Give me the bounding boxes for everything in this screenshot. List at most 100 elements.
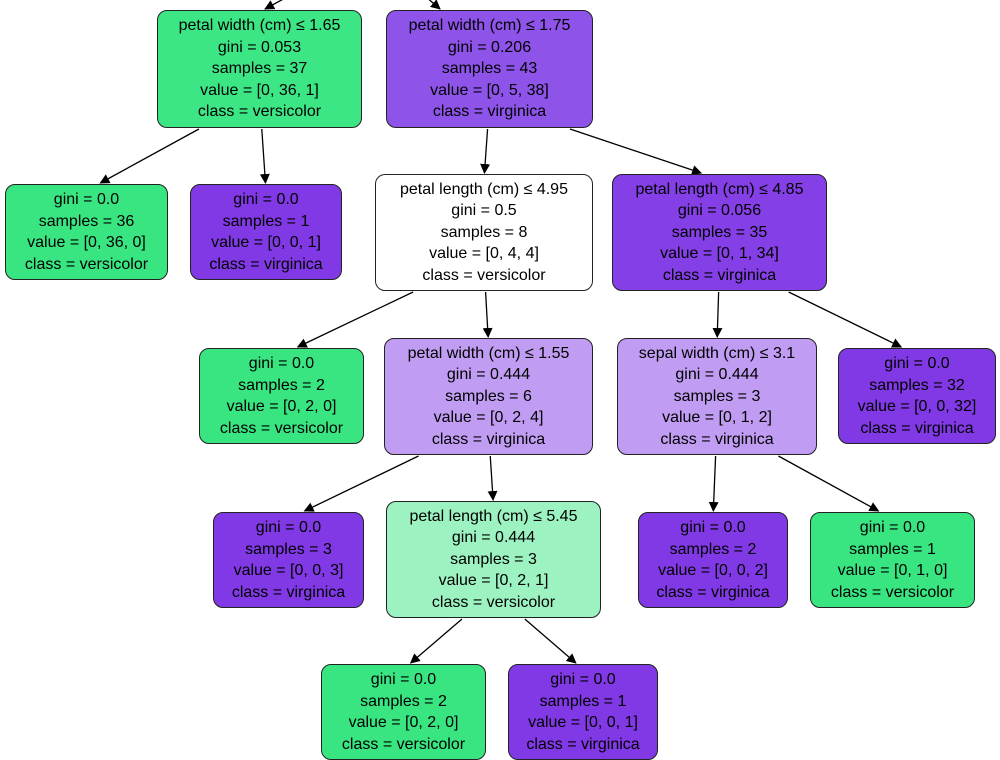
node-text-line: class = virginica [231, 583, 346, 601]
node-text-line: samples = 2 [238, 376, 325, 394]
edge-n9-n13 [708, 455, 719, 512]
node-text-line: petal length (cm) ≤ 4.85 [635, 180, 804, 198]
node-text-line: class = versicolor [24, 255, 149, 273]
node-text-line: gini = 0.444 [451, 529, 536, 547]
edge-n5-n8 [482, 291, 493, 338]
node-text-line: value = [0, 2, 4] [433, 409, 544, 427]
node-text-line: samples = 1 [539, 692, 627, 710]
node-text-line: petal length (cm) ≤ 4.95 [400, 180, 568, 198]
node-text-line: samples = 3 [450, 550, 537, 568]
node-text-line: class = versicolor [422, 266, 546, 284]
node-text-line: samples = 6 [445, 387, 532, 405]
node-text-line: value = [0, 1, 0] [837, 562, 948, 579]
node-text-line: samples = 43 [441, 60, 538, 78]
node-text-line: value = [0, 2, 1] [438, 572, 549, 590]
node-text-line: gini = 0.056 [677, 202, 762, 220]
node-text-line: value = [0, 0, 1] [211, 234, 321, 251]
node-text-line: samples = 3 [245, 540, 332, 558]
node-text-line: samples = 36 [38, 212, 135, 230]
node-text-line: value = [0, 36, 1] [200, 81, 319, 99]
node-text-line: value = [0, 2, 0] [348, 714, 459, 731]
node-text-line: value = [0, 1, 2] [662, 409, 772, 427]
node-text-line: gini = 0.0 [53, 191, 120, 208]
node-text-line: class = virginica [431, 430, 546, 448]
edge-n8-n12 [487, 455, 498, 501]
edge-incoming-2 [428, 0, 441, 10]
node-text-line: gini = 0.0 [248, 355, 315, 372]
edge-n9-n14 [778, 455, 880, 512]
node-text-line: class = versicolor [830, 583, 955, 601]
edge-n2-n6 [569, 128, 703, 175]
tree-node-n6: petal length (cm) ≤ 4.85 gini = 0.056 samp… [612, 174, 827, 291]
node-text-line: class = virginica [526, 735, 640, 753]
node-text-line: samples = 37 [211, 60, 308, 78]
node-text-line: petal width (cm) ≤ 1.55 [407, 344, 570, 362]
tree-node-n7: gini = 0.0 samples = 2 value = [0, 2, 0] cl… [199, 348, 364, 444]
node-text-line: class = versicolor [219, 419, 344, 437]
node-text-line: value = [0, 4, 4] [429, 245, 539, 263]
node-text-line: samples = 8 [440, 223, 528, 241]
edge-incoming-1 [264, 0, 283, 10]
node-text-line: gini = 0.0 [884, 355, 950, 372]
tree-node-n9: sepal width (cm) ≤ 3.1 gini = 0.444 sample… [617, 338, 817, 455]
node-text-line: value = [0, 36, 0] [27, 234, 146, 251]
node-text-line: gini = 0.053 [217, 38, 302, 56]
node-text-line: samples = 35 [671, 223, 768, 241]
edge-n1-n4 [259, 128, 270, 184]
node-text-line: samples = 2 [360, 692, 447, 710]
node-text-line: gini = 0.0 [255, 519, 322, 536]
node-text-line: samples = 3 [673, 387, 761, 405]
node-text-line: value = [0, 1, 34] [660, 245, 779, 263]
edge-n6-n9 [712, 291, 723, 338]
tree-node-n15: gini = 0.0 samples = 2 value = [0, 2, 0] cl… [321, 664, 486, 760]
node-text-line: value = [0, 5, 38] [430, 81, 549, 99]
edge-n6-n10 [788, 291, 903, 348]
node-text-line: gini = 0.0 [859, 519, 926, 536]
node-text-line: gini = 0.0 [370, 671, 437, 688]
node-text-line: value = [0, 0, 32] [857, 398, 977, 415]
edge-n8-n11 [303, 455, 419, 512]
node-text-line: class = versicolor [341, 735, 466, 753]
node-text-line: samples = 1 [849, 540, 936, 558]
edge-n12-n16 [524, 618, 577, 664]
tree-node-n4: gini = 0.0 samples = 1 value = [0, 0, 1] cl… [190, 184, 342, 280]
node-text-line: value = [0, 0, 3] [233, 562, 344, 579]
tree-node-n2: petal width (cm) ≤ 1.75 gini = 0.206 sampl… [386, 10, 593, 128]
node-text-line: gini = 0.0 [233, 191, 299, 208]
tree-node-n8: petal width (cm) ≤ 1.55 gini = 0.444 sampl… [384, 338, 593, 455]
tree-node-n3: gini = 0.0 samples = 36 value = [0, 36, 0]… [5, 184, 168, 280]
node-text-line: gini = 0.5 [451, 202, 517, 220]
edge-n5-n7 [296, 291, 414, 348]
node-text-line: value = [0, 0, 1] [528, 714, 638, 731]
node-text-line: samples = 1 [222, 212, 310, 230]
node-text-line: gini = 0.206 [447, 38, 532, 56]
tree-node-n14: gini = 0.0 samples = 1 value = [0, 1, 0] cl… [810, 512, 975, 608]
node-text-line: samples = 2 [669, 540, 757, 558]
node-text-line: value = [0, 0, 2] [658, 562, 768, 579]
edge-n1-n3 [99, 128, 200, 184]
node-text-line: petal width (cm) ≤ 1.75 [408, 17, 571, 35]
node-text-line: gini = 0.444 [446, 366, 531, 384]
node-text-line: sepal width (cm) ≤ 3.1 [638, 344, 796, 362]
node-text-line: value = [0, 2, 0] [226, 398, 337, 415]
node-text-line: petal length (cm) ≤ 5.45 [409, 507, 578, 525]
node-text-line: gini = 0.0 [680, 519, 746, 536]
node-text-line: class = versicolor [197, 103, 322, 121]
edge-n12-n15 [409, 618, 463, 664]
node-text-line: class = virginica [209, 255, 323, 273]
node-text-line: class = virginica [860, 419, 974, 437]
tree-node-n1: petal width (cm) ≤ 1.65 gini = 0.053 sampl… [157, 10, 362, 128]
node-text-line: gini = 0.444 [675, 366, 759, 384]
node-text-line: class = virginica [660, 430, 774, 448]
node-text-line: petal width (cm) ≤ 1.65 [178, 17, 341, 35]
node-text-line: gini = 0.0 [550, 671, 616, 688]
node-text-line: class = virginica [432, 103, 547, 121]
node-text-line: class = virginica [662, 266, 777, 284]
tree-node-n11: gini = 0.0 samples = 3 value = [0, 0, 3] cl… [213, 512, 364, 608]
tree-node-n16: gini = 0.0 samples = 1 value = [0, 0, 1] cl… [508, 664, 658, 760]
tree-node-n5: petal length (cm) ≤ 4.95 gini = 0.5 sample… [375, 174, 593, 291]
node-text-line: class = versicolor [431, 593, 556, 611]
